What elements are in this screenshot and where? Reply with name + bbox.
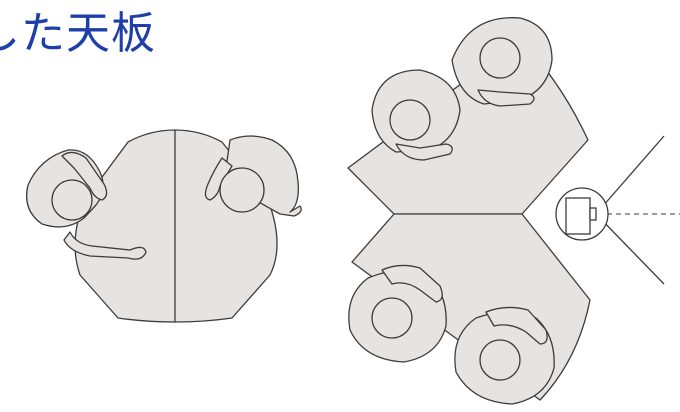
camera-view-edge-upper [595, 135, 665, 215]
person-icon [348, 264, 447, 363]
person-icon [454, 306, 555, 405]
camera-icon [555, 135, 680, 285]
camera-view-edge-lower [595, 213, 665, 285]
person-icon [204, 135, 302, 217]
person-icon [371, 69, 461, 161]
person-icon [451, 17, 553, 107]
heading-text: した天板 [0, 8, 156, 59]
person-icon [25, 149, 147, 260]
heading-clip: した天板 [0, 0, 240, 80]
